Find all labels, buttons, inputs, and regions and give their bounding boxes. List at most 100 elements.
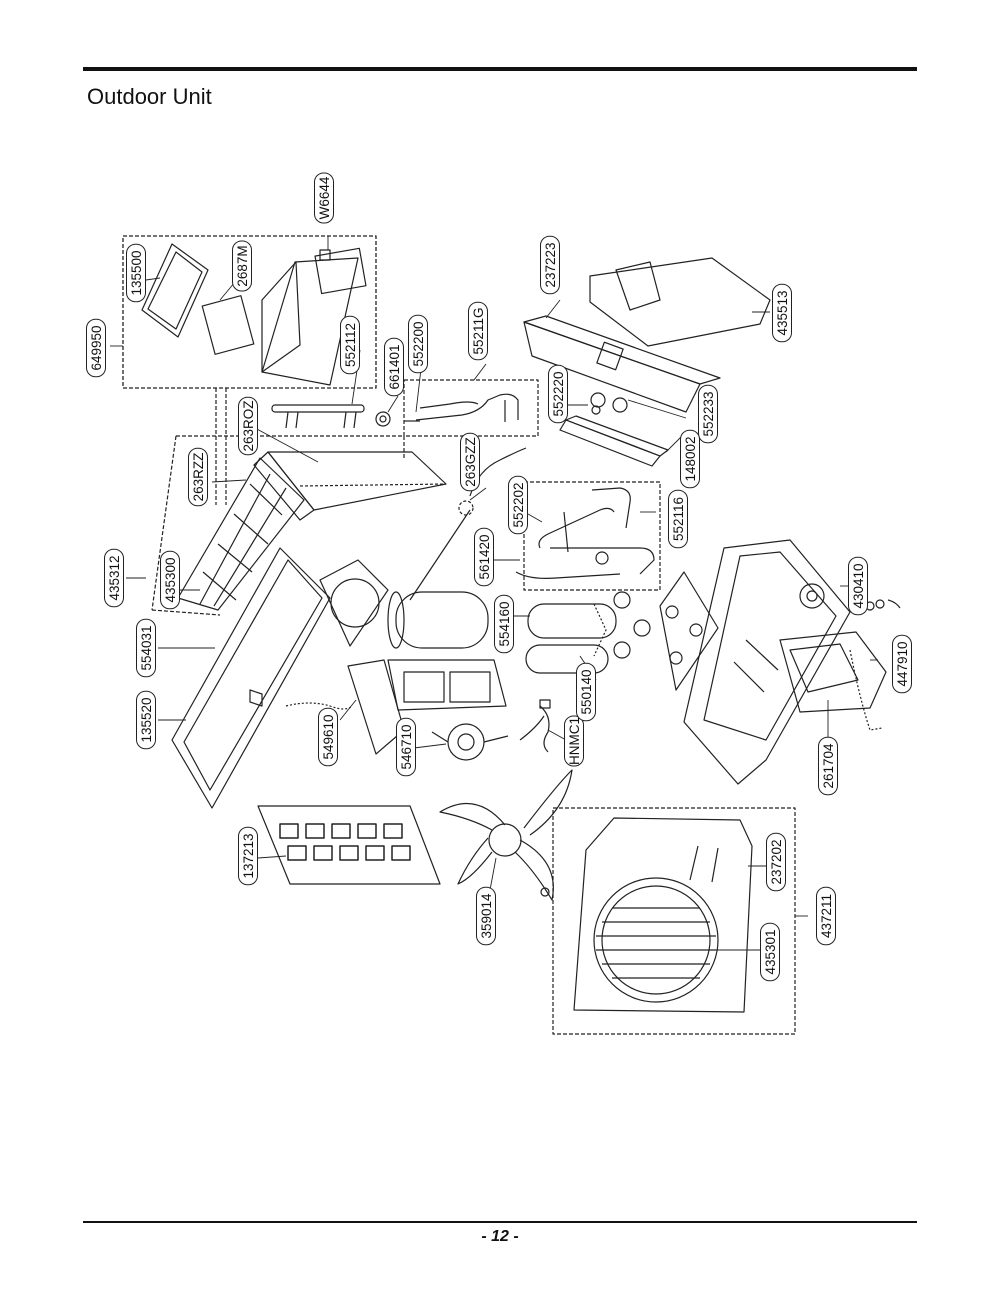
base-pad-drawing <box>659 571 719 691</box>
part-number: 237202 <box>769 839 784 884</box>
front-panel-group-outline <box>552 807 796 1035</box>
vibration-grommets-drawing <box>613 591 651 659</box>
part-callout-554160: 554160 <box>494 594 514 654</box>
part-callout-649950: 649950 <box>86 318 106 378</box>
part-number: 552116 <box>671 497 686 541</box>
part-number: 546710 <box>399 724 414 769</box>
part-callout-561420: 561420 <box>474 527 494 587</box>
bottom-rule <box>83 1221 917 1223</box>
part-number: 359014 <box>479 893 494 939</box>
propeller-fan-drawing <box>439 769 573 901</box>
part-callout-frame <box>680 429 700 489</box>
part-callout-frame <box>772 283 792 343</box>
part-number: 435312 <box>107 555 122 600</box>
part-callout-frame <box>384 337 404 397</box>
piping-drawing <box>375 393 519 427</box>
part-callout-frame <box>468 301 488 361</box>
part-callout-frame <box>232 240 252 292</box>
part-callout-w6644: W6644 <box>314 172 334 224</box>
part-callout-552202: 552202 <box>508 475 528 535</box>
part-number: 550140 <box>579 669 594 714</box>
top-plate-drawing <box>523 315 721 413</box>
part-callout-frame <box>548 364 568 424</box>
cabinet-panel-drawing <box>171 547 331 809</box>
part-number: 148002 <box>683 436 698 481</box>
base-plate-drawing <box>683 539 851 785</box>
part-callout-frame <box>494 594 514 654</box>
side-panel-right-drawing <box>849 649 883 731</box>
part-number: 554031 <box>139 625 154 670</box>
control-box-group-outline <box>122 235 377 389</box>
page-number: - 12 - <box>481 1228 519 1245</box>
part-callout-frame <box>318 707 338 767</box>
part-callout-frame <box>760 922 780 982</box>
top-rule <box>83 67 917 71</box>
compressor-drawing <box>387 591 489 649</box>
part-callout-frame <box>238 396 258 456</box>
part-callout-435513: 435513 <box>772 283 792 343</box>
part-callout-554031: 554031 <box>136 618 156 678</box>
fan-guard-drawing <box>593 877 719 1003</box>
part-callout-frame <box>698 384 718 444</box>
part-callout-frame <box>136 618 156 678</box>
part-number: W6644 <box>317 176 332 219</box>
front-cabinet-drawing <box>573 817 753 1013</box>
part-number: 430410 <box>851 563 866 608</box>
part-callout-frame <box>408 314 428 374</box>
part-number: 435513 <box>775 290 790 335</box>
pipe-holder-drawing <box>271 404 365 429</box>
part-callout-frame <box>126 243 146 303</box>
part-callout-552220: 552220 <box>548 364 568 424</box>
part-callout-237202: 237202 <box>766 832 786 892</box>
part-number: 552233 <box>701 391 716 436</box>
part-callout-frame <box>238 826 258 886</box>
part-callout-frame <box>474 527 494 587</box>
part-callout-552233: 552233 <box>698 384 718 444</box>
part-callout-frame <box>576 662 596 722</box>
part-callout-frame <box>848 556 868 616</box>
service-valve-drawing <box>865 599 901 611</box>
part-callout-552200: 552200 <box>408 314 428 374</box>
part-number: 649950 <box>89 325 104 370</box>
valve-cover-drawing <box>559 392 669 467</box>
part-callout-frame <box>188 447 208 507</box>
part-callout-549610: 549610 <box>318 707 338 767</box>
part-callout-135520: 135520 <box>136 690 156 750</box>
part-callout-437211: 437211 <box>816 886 836 946</box>
part-number: 263ROZ <box>241 400 256 451</box>
part-callout-frame <box>476 886 496 946</box>
part-number: 137213 <box>241 833 256 878</box>
part-callout-552112: 552112 <box>340 315 360 375</box>
part-callout-frame <box>340 315 360 375</box>
part-callout-2687m: 2687M <box>232 240 252 292</box>
part-callout-137213: 137213 <box>238 826 258 886</box>
part-callout-552116: 552116 <box>668 489 688 549</box>
valve-assembly-drawing <box>515 487 655 579</box>
part-callout-frame <box>818 736 838 796</box>
part-number: 237223 <box>543 242 558 287</box>
part-number: 552200 <box>411 321 426 366</box>
part-callout-661401: 661401 <box>384 337 404 397</box>
part-callout-frame <box>892 634 912 694</box>
part-number: 437211 <box>819 894 834 938</box>
terminal-wire-drawing <box>539 699 551 753</box>
part-number: 447910 <box>895 641 910 686</box>
piping-group-outline <box>403 379 539 437</box>
part-number: 435300 <box>163 557 178 602</box>
motor-mount-drawing <box>347 659 507 755</box>
part-callout-263gzz: 263GZZ <box>460 432 480 492</box>
part-callout-frame <box>766 832 786 892</box>
accumulator-drawing <box>525 603 617 674</box>
pcb-tray-drawing <box>201 247 367 386</box>
part-callout-frame <box>104 548 124 608</box>
part-callout-frame <box>668 489 688 549</box>
part-callout-hnmc1: HNMC1 <box>564 715 584 767</box>
part-number: 55211G <box>471 307 486 354</box>
part-callout-261704: 261704 <box>818 736 838 796</box>
part-callout-frame <box>540 235 560 295</box>
part-callout-435300: 435300 <box>160 550 180 610</box>
part-callout-frame <box>136 690 156 750</box>
part-callout-550140: 550140 <box>576 662 596 722</box>
